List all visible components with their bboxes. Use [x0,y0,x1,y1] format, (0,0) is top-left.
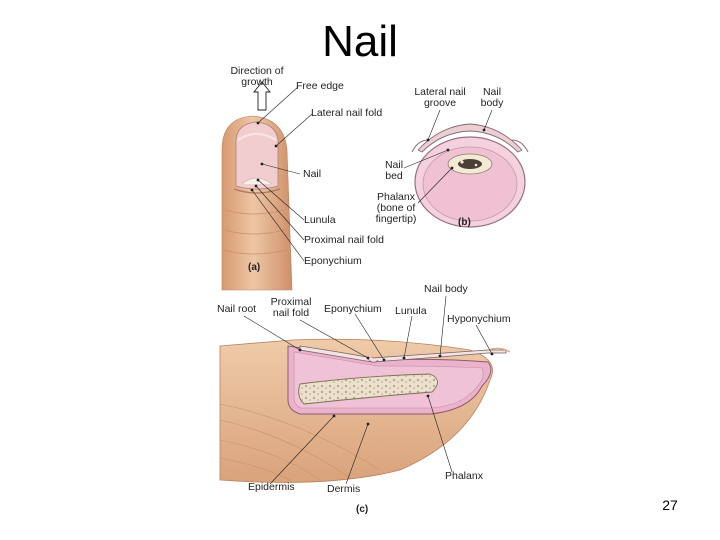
finger-dorsal-view [221,115,293,291]
growth-arrow-icon [253,81,271,111]
leader-lines-c [243,295,493,485]
label-eponychium-c: Eponychium [324,303,382,315]
panel-a-letter: (a) [248,262,261,273]
page-number: 27 [662,497,678,513]
label-direction-of-growth: Direction of growth [230,65,284,88]
label-epidermis: Epidermis [248,481,295,493]
lunula-a [241,177,273,185]
label-dermis: Dermis [327,483,361,495]
label-phalanx-b: Phalanx (bone of fingertip) [375,191,417,225]
label-proximal-nail-fold-a: Proximal nail fold [304,234,384,246]
label-phalanx-c: Phalanx [445,470,483,482]
label-lunula-a: Lunula [304,214,336,226]
label-proximal-nail-fold-c: Proximal nail fold [270,296,312,319]
leader-lines-b [403,109,493,204]
label-nail-body-c: Nail body [424,283,468,295]
slide-title: Nail [322,17,398,66]
panel-b-letter: (b) [458,217,471,228]
label-nail-bed: Nail bed [384,159,404,182]
leader-lines-a [251,86,313,262]
label-lateral-nail-fold: Lateral nail fold [311,107,383,119]
label-hyponychium: Hyponychium [447,313,511,325]
label-free-edge: Free edge [296,80,344,92]
finger-sagittal-section [219,338,511,483]
label-nail-root: Nail root [217,303,257,315]
label-eponychium-a: Eponychium [304,255,362,267]
label-nail-body-b: Nail body [480,86,504,109]
label-lunula-c: Lunula [395,305,427,317]
panel-c-letter: (c) [356,504,369,515]
label-lateral-nail-groove: Lateral nail groove [414,86,466,109]
fingertip-cross-section [411,123,529,228]
label-nail: Nail [303,168,322,180]
